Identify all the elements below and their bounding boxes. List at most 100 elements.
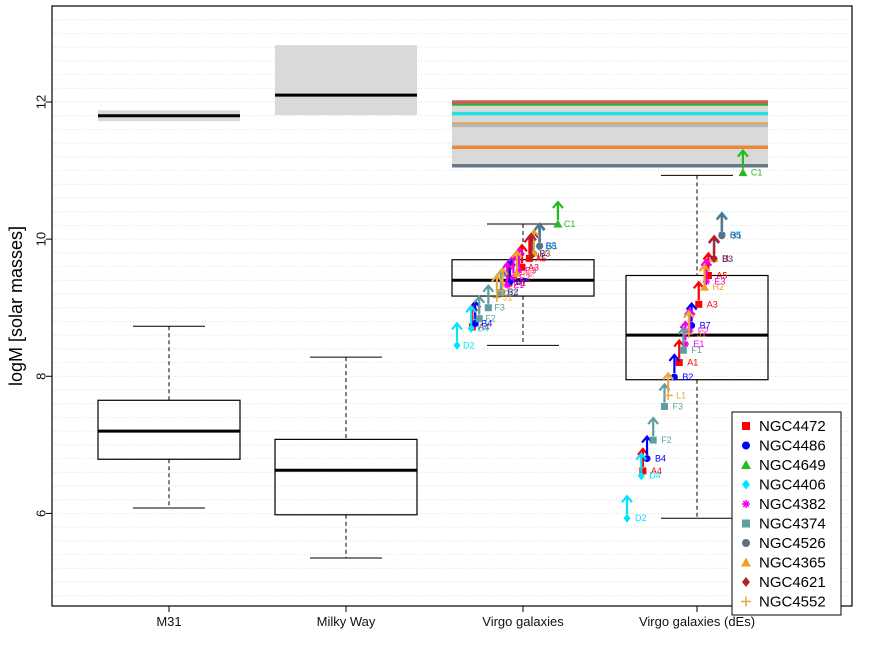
upper-limit-arrow	[715, 211, 728, 232]
data-point	[702, 278, 710, 286]
point-label: B7	[700, 321, 711, 331]
upper-limit-arrow	[668, 353, 681, 373]
point-label: I1	[537, 251, 545, 261]
data-point	[741, 460, 751, 469]
point-label: E1	[693, 339, 704, 349]
data-point	[742, 441, 750, 450]
data-point	[742, 479, 750, 490]
point-label: B5	[546, 241, 557, 251]
point-label: F3	[672, 401, 683, 411]
data-point	[453, 340, 461, 350]
y-tick-label: 8	[33, 373, 48, 380]
data-point	[475, 315, 483, 323]
data-point	[467, 323, 475, 333]
point-label: F3	[494, 303, 505, 313]
point-label: A4	[651, 466, 662, 476]
data-point	[675, 359, 683, 367]
plot-frame	[51, 5, 853, 607]
point-label: E2	[698, 326, 709, 336]
data-point	[742, 500, 750, 508]
x-tick-label: M31	[156, 614, 181, 629]
data-point	[484, 304, 492, 312]
data-point	[686, 327, 694, 335]
data-point	[742, 422, 750, 430]
point-label: A3	[528, 262, 539, 272]
data-point	[515, 267, 523, 275]
box-iqr	[625, 274, 769, 381]
point-label: H1	[540, 248, 552, 258]
point-label: B3	[539, 249, 550, 259]
data-point	[679, 346, 687, 354]
legend-label: NGC4649	[759, 457, 826, 474]
point-label: D5	[730, 230, 742, 240]
upper-limit-arrow	[552, 200, 564, 221]
upper-limit-arrow	[737, 148, 749, 169]
upper-limit-arrow	[662, 371, 675, 392]
data-point	[704, 271, 712, 279]
x-axis: M31 Milky Way Virgo galaxies Virgo galaxies…	[156, 606, 755, 629]
box-iqr	[274, 438, 418, 516]
data-point	[518, 263, 526, 271]
upper-limit-arrow	[501, 261, 514, 282]
data-point	[527, 251, 535, 261]
point-label: A5	[716, 270, 727, 280]
upper-limit-arrow	[482, 283, 495, 304]
data-point	[503, 281, 511, 289]
data-point	[639, 467, 647, 475]
point-label: I1	[722, 253, 730, 263]
upper-limit-arrow	[677, 326, 690, 347]
upper-limit-arrow	[465, 304, 478, 325]
upper-limit-arrow	[451, 321, 463, 342]
legend-label: NGC4552	[759, 594, 826, 611]
upper-limit-arrow	[621, 494, 633, 515]
upper-limit-arrow	[683, 310, 695, 330]
point-label: J1	[503, 292, 513, 302]
data-point	[649, 436, 657, 444]
data-point	[742, 577, 750, 587]
x-tick-label: Virgo galaxies (dEs)	[639, 614, 755, 629]
data-point	[718, 232, 726, 240]
upper-limit-arrow	[533, 222, 546, 242]
point-label: B5	[730, 230, 741, 240]
data-point	[509, 274, 517, 282]
point-label: G1	[546, 241, 558, 251]
point-label: L1	[509, 286, 519, 296]
point-label: A4	[478, 322, 489, 332]
upper-limit-arrow	[491, 273, 503, 294]
point-label: A3	[707, 299, 718, 309]
x-tick-label: Milky Way	[317, 614, 376, 629]
upper-limit-arrow	[496, 266, 509, 287]
point-label: F2	[485, 314, 496, 324]
y-tick-label: 6	[33, 510, 48, 517]
data-point	[684, 329, 694, 339]
point-label: J1	[697, 329, 707, 339]
point-label: D2	[463, 340, 475, 350]
point-label: D2	[635, 513, 647, 523]
data-point	[637, 471, 645, 481]
upper-limit-arrow	[692, 280, 705, 301]
data-point	[695, 300, 703, 308]
data-points: A4A1A3A5A4A1A3A5B4B2B7B3B5B4B2B7B3B5C1C1…	[451, 148, 763, 523]
data-point	[497, 289, 505, 297]
point-label: C1	[751, 168, 763, 178]
point-label: H2	[713, 282, 725, 292]
point-label: A1	[687, 358, 698, 368]
point-label: D4	[477, 323, 489, 333]
x-tick-label: Virgo galaxies	[482, 614, 564, 629]
data-point	[710, 253, 718, 263]
data-point	[700, 282, 710, 291]
point-label: H1	[722, 253, 734, 263]
point-label: D4	[649, 471, 661, 481]
data-point	[741, 596, 751, 607]
legend-label: NGC4374	[759, 516, 826, 533]
point-label: B4	[655, 454, 666, 464]
upper-limit-arrow	[698, 263, 711, 284]
point-label: F1	[507, 288, 518, 298]
point-label: D5	[545, 242, 557, 252]
legend: NGC4472NGC4486NGC4649NGC4406NGC4382NGC43…	[731, 411, 842, 616]
legend-label: NGC4382	[759, 496, 826, 513]
point-label: A5	[535, 253, 546, 263]
y-tick-label: 10	[33, 232, 48, 246]
upper-limit-arrow	[647, 416, 660, 437]
